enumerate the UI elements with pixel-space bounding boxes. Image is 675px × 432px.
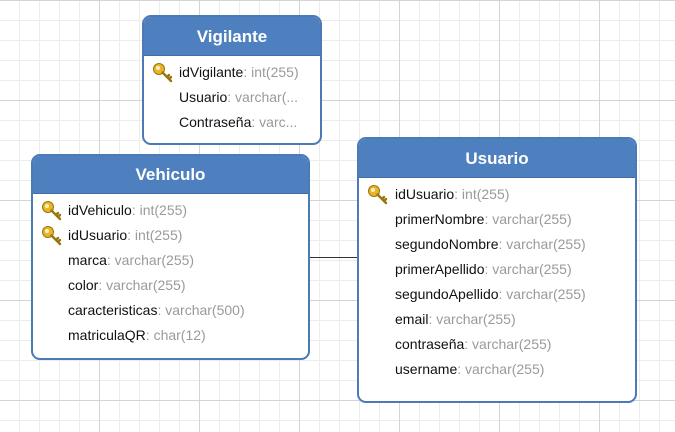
key-icon — [153, 63, 173, 83]
field-name: primerApellido — [395, 261, 485, 277]
field-type: : varchar(255) — [98, 277, 186, 293]
field-type: : int(255) — [131, 202, 188, 218]
field-row[interactable]: idUsuario: int(255) — [359, 182, 635, 207]
field-type: : char(12) — [145, 327, 206, 343]
relationship-line[interactable] — [310, 257, 357, 258]
field-row[interactable]: Usuario: varchar(... — [144, 85, 320, 110]
field-row[interactable]: Contraseña: varc... — [144, 110, 320, 135]
entity-vigilante[interactable]: Vigilante idVigilante: int(255) Usuario:… — [142, 15, 322, 145]
key-icon — [368, 185, 388, 205]
field-list: idVehiculo: int(255) idUsuario: int(255)… — [33, 194, 308, 348]
field-row[interactable]: idVigilante: int(255) — [144, 60, 320, 85]
field-type: : varchar(255) — [498, 236, 586, 252]
field-name: Contraseña — [179, 114, 252, 130]
field-name: idVigilante — [179, 64, 244, 80]
field-name: idVehiculo — [68, 202, 132, 218]
key-icon — [42, 201, 62, 221]
field-type: : varchar(500) — [157, 302, 245, 318]
field-row[interactable]: marca: varchar(255) — [33, 248, 308, 273]
field-row[interactable]: segundoNombre: varchar(255) — [359, 232, 635, 257]
field-type: : int(255) — [243, 64, 299, 80]
field-name: idUsuario — [68, 227, 128, 243]
field-row[interactable]: matriculaQR: char(12) — [33, 323, 308, 348]
entity-vehiculo[interactable]: Vehiculo idVehiculo: int(255) idUsuario:… — [31, 154, 310, 360]
field-list: idVigilante: int(255) Usuario: varchar(.… — [144, 56, 320, 135]
field-name: matriculaQR — [68, 327, 146, 343]
field-row[interactable]: primerNombre: varchar(255) — [359, 207, 635, 232]
field-name: contraseña — [395, 336, 465, 352]
field-type: : varc... — [251, 114, 298, 130]
field-name: email — [395, 311, 429, 327]
field-list: idUsuario: int(255) primerNombre: varcha… — [359, 178, 635, 382]
field-type: : int(255) — [127, 227, 183, 243]
field-type: : varchar(255) — [428, 311, 516, 327]
field-name: color — [68, 277, 99, 293]
field-row[interactable]: idUsuario: int(255) — [33, 223, 308, 248]
field-row[interactable]: caracteristicas: varchar(500) — [33, 298, 308, 323]
field-row[interactable]: username: varchar(255) — [359, 357, 635, 382]
field-type: : varchar(255) — [464, 336, 552, 352]
field-name: caracteristicas — [68, 302, 158, 318]
field-row[interactable]: email: varchar(255) — [359, 307, 635, 332]
field-type: : varchar(... — [227, 89, 299, 105]
entity-title: Usuario — [359, 139, 635, 178]
entity-title: Vigilante — [144, 17, 320, 56]
field-type: : varchar(255) — [106, 252, 195, 268]
field-name: primerNombre — [395, 211, 485, 227]
field-row[interactable]: primerApellido: varchar(255) — [359, 257, 635, 282]
field-name: idUsuario — [395, 186, 455, 202]
field-type: : varchar(255) — [457, 361, 545, 377]
entity-title: Vehiculo — [33, 156, 308, 194]
field-row[interactable]: contraseña: varchar(255) — [359, 332, 635, 357]
field-row[interactable]: segundoApellido: varchar(255) — [359, 282, 635, 307]
field-row[interactable]: idVehiculo: int(255) — [33, 198, 308, 223]
field-type: : varchar(255) — [484, 261, 572, 277]
field-type: : varchar(255) — [484, 211, 572, 227]
field-name: segundoNombre — [395, 236, 499, 252]
entity-usuario[interactable]: Usuario idUsuario: int(255) primerNombre… — [357, 137, 637, 403]
field-row[interactable]: color: varchar(255) — [33, 273, 308, 298]
field-name: username — [395, 361, 458, 377]
field-type: : int(255) — [454, 186, 510, 202]
key-icon — [42, 226, 62, 246]
field-name: Usuario — [179, 89, 228, 105]
field-name: segundoApellido — [395, 286, 499, 302]
field-type: : varchar(255) — [498, 286, 586, 302]
field-name: marca — [68, 252, 107, 268]
